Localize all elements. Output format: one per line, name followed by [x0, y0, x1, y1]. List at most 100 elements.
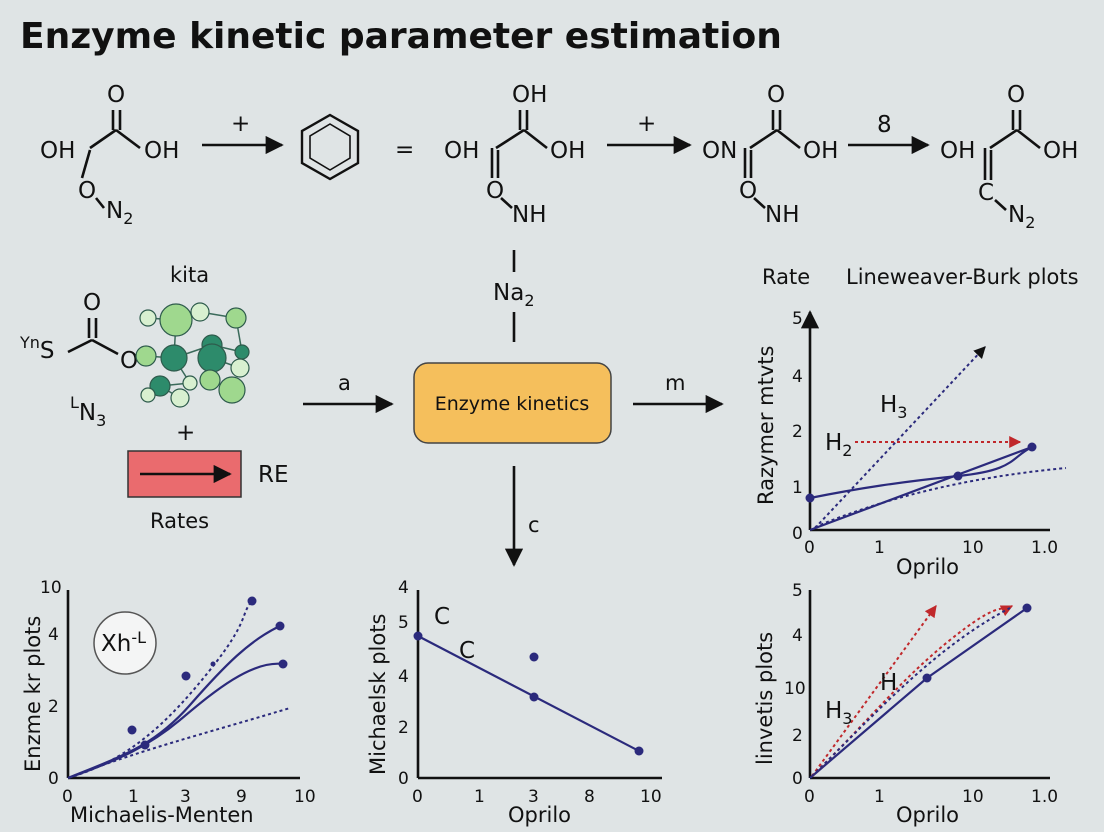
m4-oh-right: OH [1043, 138, 1078, 164]
br-h3-label: H3 [825, 698, 852, 728]
bl-xtick: 0 [62, 787, 73, 807]
br-x-label: Oprilo [896, 803, 959, 827]
enzyme-kinetics-box [413, 362, 612, 444]
br-h1-label: H [880, 670, 897, 696]
br-red-arrow-1 [811, 605, 937, 777]
br-xtick: 0 [804, 787, 815, 807]
bc-xtick: 1 [474, 787, 485, 807]
m4-n2: N2 [1008, 202, 1035, 232]
network-node [230, 358, 250, 378]
m2-o-lower: O [486, 178, 504, 204]
bc-ytick: 2 [398, 718, 409, 738]
bc-point [634, 746, 644, 756]
rate-label: Rate [762, 265, 810, 289]
m2-oh-top: OH [512, 82, 547, 108]
bl-xtick: 9 [236, 787, 247, 807]
bl-xtick: 1 [128, 787, 139, 807]
network-node [190, 302, 210, 322]
network-node [234, 344, 250, 360]
network-node [135, 345, 157, 367]
network-node [160, 344, 188, 372]
bl-ytick: 4 [48, 625, 59, 645]
m3-o-top: O [767, 82, 785, 108]
arrow-m-label: m [665, 371, 685, 395]
bl-badge-label: Xh-L [101, 628, 146, 657]
m1-o-lower: O [78, 178, 96, 204]
chart-bottom-center: 4 5 4 2 0 0 1 3 8 10 Oprilo Michaelsk pl… [366, 578, 662, 827]
br-xtick: 10 [962, 787, 984, 807]
bc-ytick: 5 [398, 613, 409, 633]
tr-point [953, 471, 963, 481]
bc-xtick: 3 [528, 787, 539, 807]
bl-dotted-curve-1 [67, 600, 253, 779]
network-node [218, 376, 246, 404]
network-node [225, 307, 247, 329]
bl-ytick: 2 [48, 697, 59, 717]
m2-oh-right: OH [550, 138, 585, 164]
molecule-2: OH OH OH O NH [444, 82, 585, 228]
bl-y-label: Enzme kr plots [21, 616, 45, 772]
bl-point [247, 596, 257, 606]
br-xtick: 1 [874, 787, 885, 807]
br-dotted-curve [811, 607, 1011, 777]
network-node [197, 343, 227, 373]
molecule-3: O ON OH O NH [702, 82, 838, 228]
m4-oh-left: OH [940, 138, 975, 164]
bc-xtick: 10 [640, 787, 662, 807]
benzene-ring [300, 113, 360, 181]
br-ytick: 4 [792, 626, 803, 646]
bc-ytick: 4 [398, 578, 409, 598]
molecule-4: O OH OH C N2 [940, 82, 1078, 232]
plus-1: + [231, 111, 250, 137]
tr-x-label: Oprilo [896, 555, 959, 579]
bl-xtick: 3 [180, 787, 191, 807]
enzyme-network-graphic [135, 302, 250, 408]
chart-top-right: 5 4 2 1 0 0 1 10 1.0 Oprilo Razymer mtvt… [754, 309, 1067, 579]
tr-xtick: 0 [804, 538, 815, 558]
bl-xtick: 10 [294, 787, 316, 807]
na2-label: Na2 [493, 280, 535, 310]
tr-xtick: 1.0 [1031, 538, 1058, 558]
ester-o-right: O [120, 348, 138, 374]
lineweaver-burk-title: Lineweaver-Burk plots [846, 265, 1079, 289]
bl-curve-2 [67, 625, 281, 780]
chart-bottom-right: 5 4 10 2 0 0 1 10 1.0 Oprilo linvetis pl… [753, 581, 1058, 827]
arrow-a-label: a [338, 371, 351, 395]
m4-c: C [978, 180, 994, 206]
br-line [809, 607, 1028, 779]
arrow-3-label: 8 [877, 112, 892, 138]
tr-xtick: 10 [962, 538, 984, 558]
bl-dotted-curve-2 [67, 707, 291, 779]
tr-ytick: 0 [792, 524, 803, 544]
page-title: Enzyme kinetic parameter estimation [20, 16, 782, 57]
bc-point [529, 692, 539, 702]
bc-ytick: 4 [398, 667, 409, 687]
br-point [922, 673, 932, 683]
bl-badge-circle [93, 611, 157, 675]
network-node [139, 309, 157, 327]
bc-point [413, 631, 423, 641]
bc-x-label: Oprilo [508, 803, 571, 827]
tr-ytick: 5 [792, 309, 803, 329]
ester-yns: YnS [19, 333, 55, 364]
network-node [199, 369, 221, 391]
kita-label: kita [170, 263, 209, 287]
br-red-arrow-2 [811, 605, 1014, 777]
bc-point [529, 652, 539, 662]
ester-molecule: O YnS O LN3 [19, 290, 138, 430]
tr-xtick: 1 [874, 538, 885, 558]
enzyme-kinetics-label: Enzyme kinetics [435, 393, 590, 415]
network-node [159, 303, 193, 337]
tr-dotted-curve [814, 467, 1067, 528]
bc-y-label: Michaelsk plots [366, 614, 390, 775]
tr-dotted-arrow [814, 346, 986, 529]
m3-oh-right: OH [803, 138, 838, 164]
tr-ytick: 4 [792, 367, 803, 387]
bl-point [181, 671, 191, 681]
tr-line-1 [809, 445, 1033, 532]
molecule-1: O OH OH O N2 [40, 82, 179, 228]
tr-h3-label: H3 [880, 392, 907, 422]
tr-ytick: 2 [792, 422, 803, 442]
bl-point [127, 725, 137, 735]
bl-point [278, 659, 288, 669]
